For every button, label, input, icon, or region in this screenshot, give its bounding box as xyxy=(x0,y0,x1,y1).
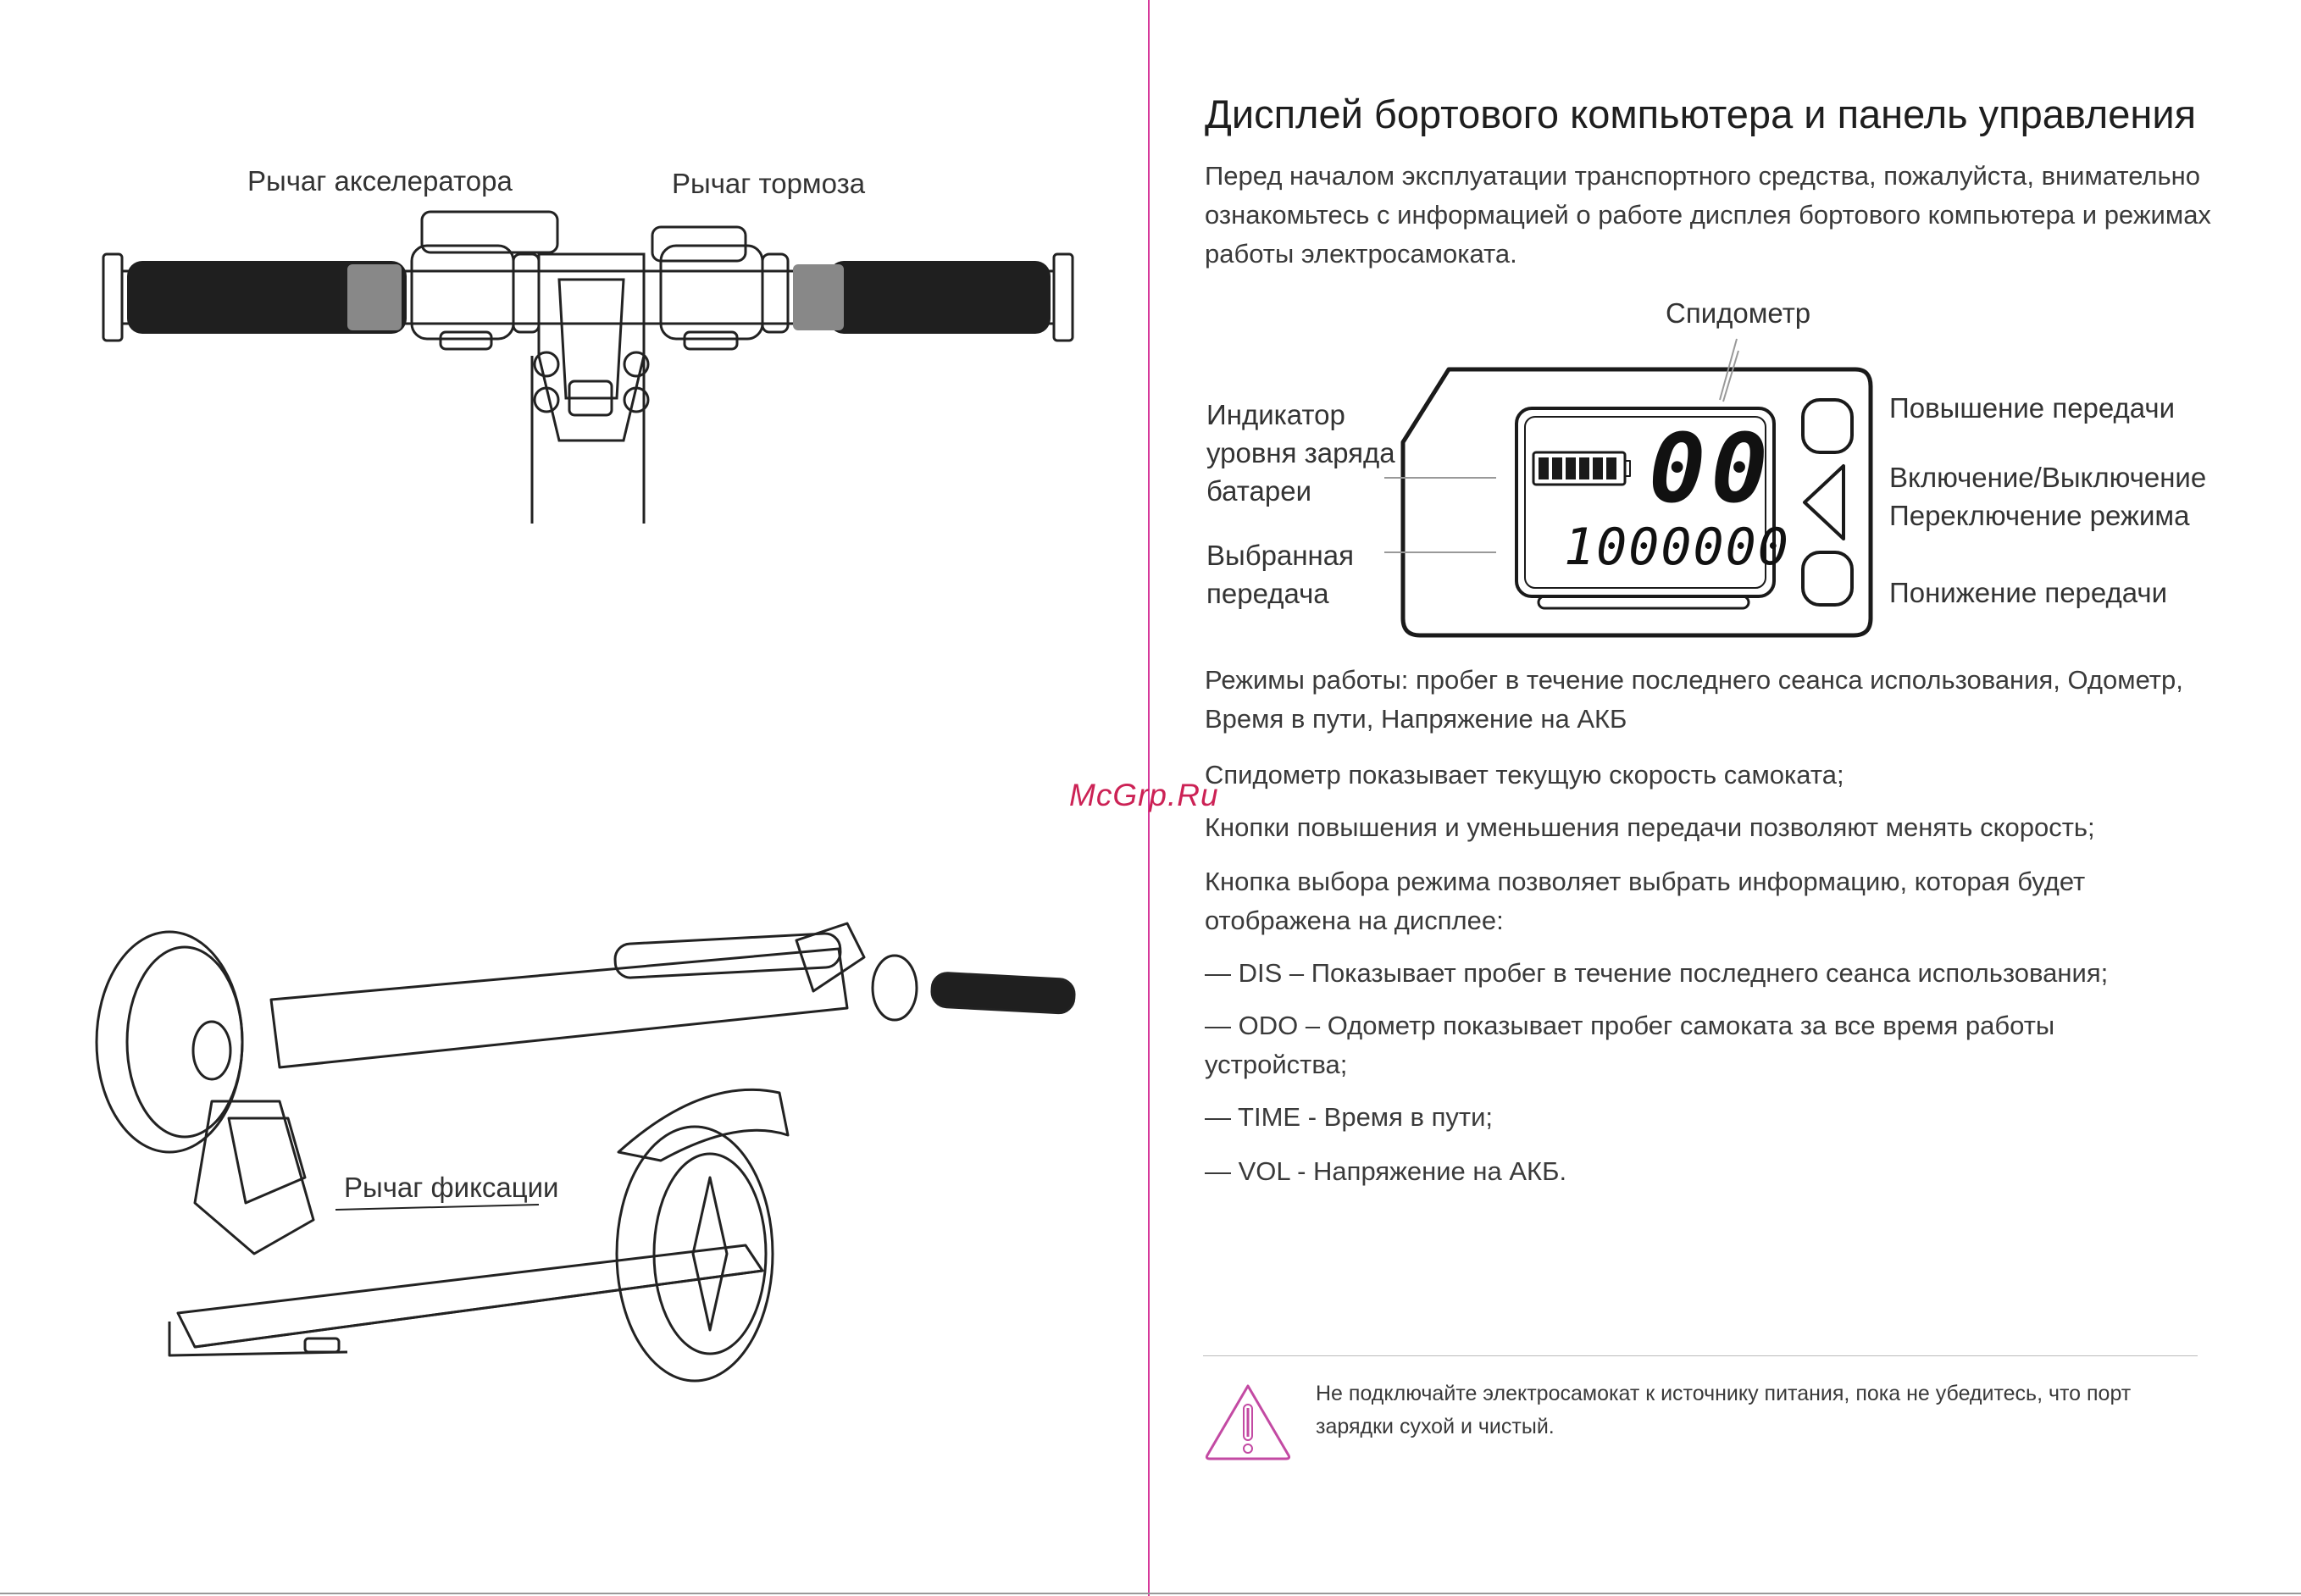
list-item-odo: — ODO – Одометр показывает пробег самока… xyxy=(1205,1011,2055,1079)
battery-indicator-label: Индикатор уровня заряда батареи xyxy=(1206,399,1395,507)
bottom-rule xyxy=(0,1593,2301,1594)
selected-gear-label: Выбранная передача xyxy=(1206,540,1355,609)
lcd-odometer: 1000000 xyxy=(1564,518,1790,577)
watermark: McGrp.Ru xyxy=(1069,778,1219,812)
page-title: Дисплей бортового компьютера и панель уп… xyxy=(1205,91,2197,136)
handlebar-illustration xyxy=(102,210,1074,524)
speedometer-label: Спидометр xyxy=(1666,297,1811,329)
warning-triangle-icon xyxy=(1205,1384,1291,1460)
warning-divider xyxy=(1203,1355,2198,1356)
battery-bars-icon xyxy=(1539,457,1616,479)
gear-buttons-description: Кнопки повышения и уменьшения передачи п… xyxy=(1205,812,2095,842)
folded-scooter-illustration xyxy=(95,922,1076,1383)
gear-up-label: Повышение передачи xyxy=(1889,392,2176,424)
display-diagram xyxy=(1400,338,1873,638)
lock-lever-label: Рычаг фиксации xyxy=(344,1172,559,1203)
modes-paragraph: Режимы работы: пробег в течение последне… xyxy=(1205,665,2183,734)
lcd-speed: 00 xyxy=(1649,414,1773,524)
brake-label: Рычаг тормоза xyxy=(672,168,866,199)
list-item-dis: — DIS – Показывает пробег в течение посл… xyxy=(1205,958,2109,988)
warning-text: Не подключайте электросамокат к источник… xyxy=(1316,1382,2132,1438)
mode-button-description: Кнопка выбора режима позволяет выбрать и… xyxy=(1205,867,2086,935)
list-item-time: — TIME - Время в пути; xyxy=(1205,1102,1494,1132)
page-spine xyxy=(1148,0,1150,1596)
list-item-vol: — VOL - Напряжение на АКБ. xyxy=(1205,1156,1567,1186)
gear-down-label: Понижение передачи xyxy=(1889,577,2168,608)
accelerator-label: Рычаг акселератора xyxy=(247,165,513,197)
speedometer-description: Спидометр показывает текущую скорость са… xyxy=(1205,760,1844,790)
power-mode-label: Включение/Выключение Переключение режима xyxy=(1889,462,2207,531)
intro-paragraph: Перед началом эксплуатации транспортного… xyxy=(1205,161,2211,269)
